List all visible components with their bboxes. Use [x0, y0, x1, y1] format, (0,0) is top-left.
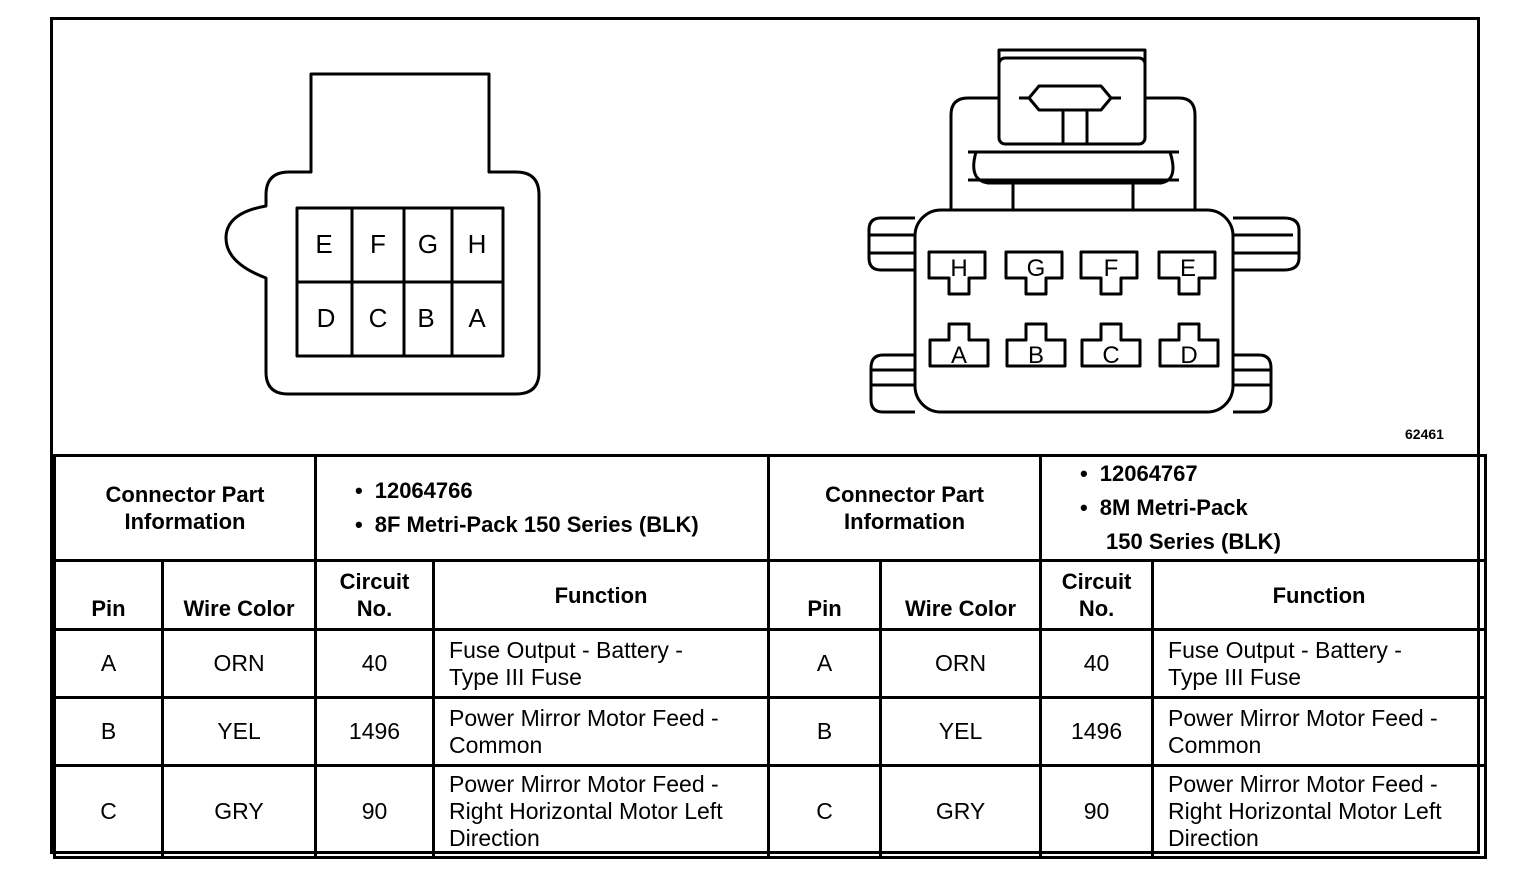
left-row-b-wire-color: YEL: [160, 696, 318, 767]
right-row-a-function-line1: Fuse Output - Battery -: [1168, 636, 1402, 663]
left-pin-label-b: B: [417, 303, 434, 333]
left-function-header: Function: [432, 559, 771, 631]
right-part-info-label-line1: Connector Part: [825, 482, 984, 507]
right-pin-label-e: E: [1180, 255, 1196, 282]
right-part-info-label: Connector Part Information: [767, 454, 1043, 562]
right-row-c-wire-color: GRY: [879, 764, 1043, 859]
right-connector-terminals: [927, 250, 1220, 368]
right-connector-housing: [913, 208, 1235, 414]
pinout-table: Connector Part Information 12064766 8F M…: [52, 454, 1488, 859]
right-connector-latch: [949, 48, 1197, 212]
right-row-c-function-line2: Right Horizontal Motor Left: [1168, 798, 1442, 824]
right-part-description-line1: 8M Metri-Pack: [1080, 491, 1478, 525]
connector-drawings: E F G H D C B A: [224, 48, 1301, 414]
right-function-header: Function: [1151, 559, 1488, 631]
left-pin-label-f: F: [370, 229, 386, 259]
left-row-b-function-line1: Power Mirror Motor Feed -: [449, 704, 719, 731]
part-info-row: Connector Part Information 12064766 8F M…: [52, 454, 1488, 562]
left-row-a-function-line2: Type III Fuse: [449, 663, 582, 690]
left-row-b-function-line2: Common: [449, 731, 543, 758]
left-pin-label-g: G: [418, 229, 438, 259]
right-circuit-header: Circuit No.: [1039, 559, 1155, 631]
left-row-b-function: Power Mirror Motor Feed - Common: [432, 696, 771, 767]
right-row-a-function-line2: Type III Fuse: [1168, 663, 1301, 690]
right-circuit-header-line1: Circuit: [1061, 569, 1132, 594]
right-row-c-circuit: 90: [1039, 764, 1155, 859]
left-circuit-header: Circuit No.: [314, 559, 436, 631]
right-row-a-pin: A: [767, 628, 883, 699]
left-part-info: 12064766 8F Metri-Pack 150 Series (BLK): [314, 454, 771, 562]
left-row-c-wire-color: GRY: [160, 764, 318, 859]
left-row-a-function: Fuse Output - Battery - Type III Fuse: [432, 628, 771, 699]
left-pin-label-c: C: [369, 303, 388, 333]
right-row-b-wire-color: YEL: [879, 696, 1043, 767]
column-header-row: Pin Wire Color Circuit No. Function Pin …: [53, 559, 1488, 631]
left-circuit-header-line2: No.: [356, 596, 393, 621]
left-row-c-pin: C: [53, 764, 164, 859]
right-row-c-function: Power Mirror Motor Feed - Right Horizont…: [1151, 764, 1488, 859]
right-pin-label-g: G: [1027, 255, 1046, 282]
left-connector-housing: [224, 72, 541, 396]
left-circuit-header-line1: Circuit: [339, 569, 410, 594]
left-part-number: 12064766: [355, 474, 761, 508]
figure-number: 62461: [1405, 426, 1444, 442]
left-row-a-pin: A: [53, 628, 164, 699]
left-wire-color-header: Wire Color: [160, 559, 318, 631]
connector-diagram-area: E F G H D C B A: [53, 20, 1477, 452]
left-row-c-function-line1: Power Mirror Motor Feed -: [449, 771, 719, 797]
left-part-info-label-line1: Connector Part: [105, 482, 265, 507]
left-pin-label-h: H: [468, 229, 487, 259]
left-row-c-function-line3: Direction: [449, 825, 540, 851]
left-part-description: 8F Metri-Pack 150 Series (BLK): [355, 508, 761, 542]
left-row-b-pin: B: [53, 696, 164, 767]
left-row-a-wire-color: ORN: [160, 628, 318, 699]
table-row: A ORN 40 Fuse Output - Battery - Type II…: [53, 628, 1488, 699]
right-pin-label-d: D: [1180, 342, 1197, 369]
left-row-c-function: Power Mirror Motor Feed - Right Horizont…: [432, 764, 771, 859]
table-row: C GRY 90 Power Mirror Motor Feed - Right…: [53, 764, 1488, 859]
right-row-b-function-line2: Common: [1168, 731, 1262, 758]
right-pin-label-h: H: [950, 255, 967, 282]
right-circuit-header-line2: No.: [1078, 596, 1115, 621]
right-connector-side-flanges: [867, 216, 1301, 414]
left-row-c-function-line2: Right Horizontal Motor Left: [449, 798, 723, 824]
right-row-b-function: Power Mirror Motor Feed - Common: [1151, 696, 1488, 767]
right-row-a-wire-color: ORN: [879, 628, 1043, 699]
right-row-b-pin: B: [767, 696, 883, 767]
right-part-number: 12064767: [1080, 457, 1478, 491]
left-connector-pin-grid: [295, 206, 505, 358]
right-part-description-line2: 150 Series (BLK): [1106, 529, 1281, 554]
right-row-a-circuit: 40: [1039, 628, 1155, 699]
right-pin-header: Pin: [767, 559, 883, 631]
right-pin-label-a: A: [951, 342, 967, 369]
left-row-a-circuit: 40: [314, 628, 436, 699]
right-row-c-pin: C: [767, 764, 883, 859]
right-wire-color-header: Wire Color: [879, 559, 1043, 631]
right-row-c-function-line1: Power Mirror Motor Feed -: [1168, 771, 1438, 797]
left-part-info-label-line2: Information: [124, 509, 246, 534]
left-part-info-label: Connector Part Information: [52, 454, 318, 562]
right-row-b-function-line1: Power Mirror Motor Feed -: [1168, 704, 1438, 731]
left-row-c-circuit: 90: [314, 764, 436, 859]
left-pin-header: Pin: [53, 559, 164, 631]
left-row-a-function-line1: Fuse Output - Battery -: [449, 636, 683, 663]
right-row-b-circuit: 1496: [1039, 696, 1155, 767]
right-pin-label-f: F: [1104, 255, 1119, 282]
right-part-info: 12064767 8M Metri-Pack 150 Series (BLK): [1039, 454, 1488, 562]
left-row-b-circuit: 1496: [314, 696, 436, 767]
right-row-c-function-line3: Direction: [1168, 825, 1259, 851]
left-pin-label-d: D: [317, 303, 336, 333]
right-pin-label-c: C: [1102, 342, 1119, 369]
table-row: B YEL 1496 Power Mirror Motor Feed - Com…: [53, 696, 1488, 767]
left-pin-label-a: A: [468, 303, 486, 333]
right-part-info-label-line2: Information: [844, 509, 966, 534]
right-pin-label-b: B: [1028, 342, 1044, 369]
right-row-a-function: Fuse Output - Battery - Type III Fuse: [1151, 628, 1488, 699]
left-pin-label-e: E: [315, 229, 332, 259]
